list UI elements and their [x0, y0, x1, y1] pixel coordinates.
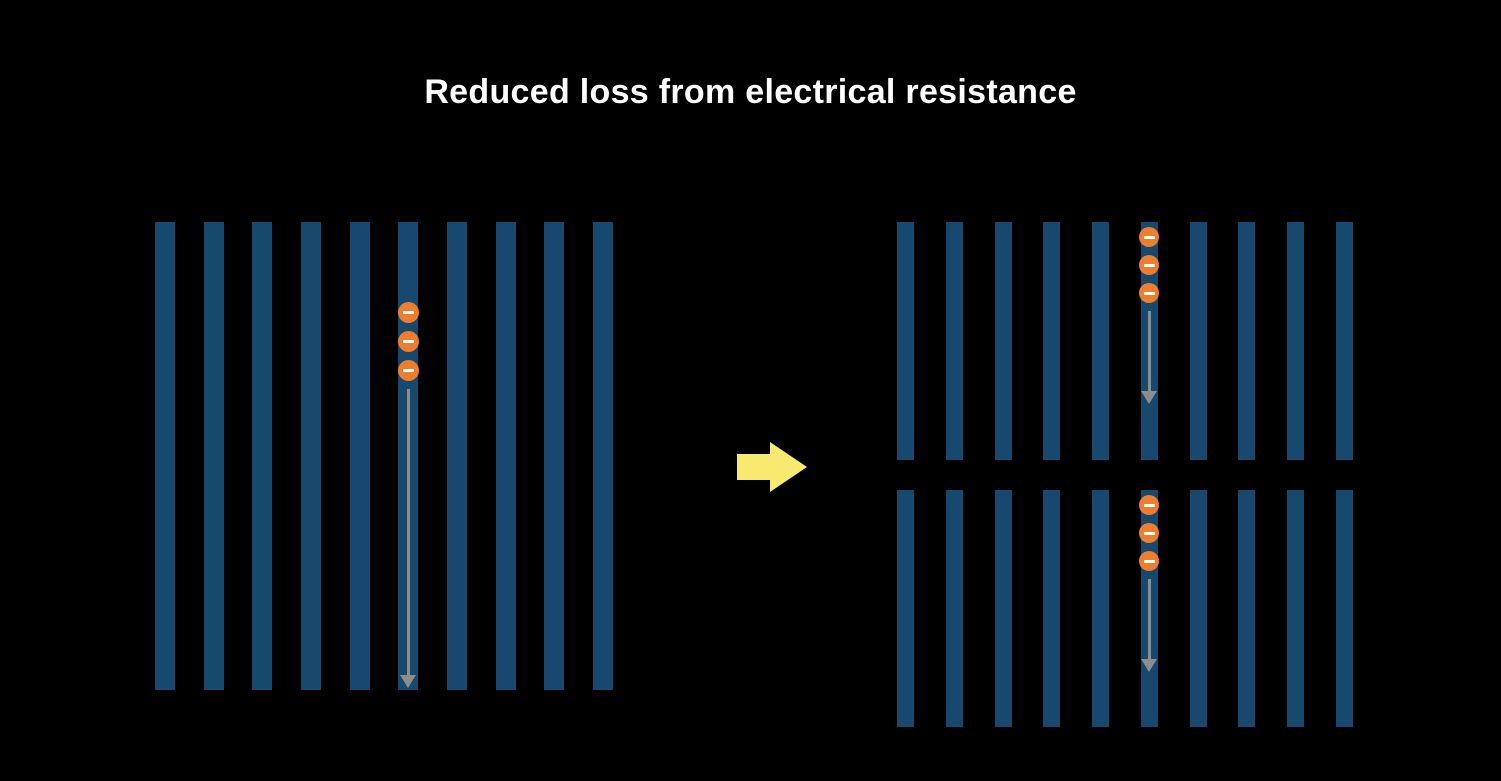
cell-bar	[1043, 490, 1061, 727]
minus-symbol	[1143, 559, 1155, 563]
electron-icon	[1139, 495, 1159, 515]
electron-flow-right-bottom	[1138, 495, 1160, 672]
cell-bar	[945, 222, 963, 460]
right-arrow-shaft	[737, 454, 770, 480]
minus-symbol	[1143, 503, 1155, 507]
diagram-title: Reduced loss from electrical resistance	[424, 73, 1077, 111]
down-arrow-line	[1147, 579, 1151, 659]
down-arrow-icon	[400, 675, 416, 688]
cell-bar	[1043, 222, 1061, 460]
cell-bar	[897, 490, 914, 727]
cell-bar	[1287, 490, 1305, 727]
electron-icon	[1139, 551, 1159, 571]
cell-bar	[994, 222, 1012, 460]
cell-bar	[1335, 490, 1353, 727]
minus-symbol	[1143, 263, 1155, 267]
electron-icon	[397, 360, 419, 381]
cell-bar	[544, 222, 565, 690]
cell-bar	[1238, 490, 1256, 727]
half-cell-top-panel	[897, 222, 1353, 460]
minus-symbol	[402, 369, 414, 372]
cell-bar	[945, 490, 963, 727]
down-arrow-icon	[1141, 659, 1157, 672]
electron-group	[397, 302, 419, 381]
electron-flow-left	[397, 302, 419, 688]
minus-symbol	[402, 340, 414, 343]
electron-icon	[1139, 255, 1159, 275]
minus-symbol	[1143, 531, 1155, 535]
electron-icon	[397, 331, 419, 352]
right-arrow-head	[770, 442, 807, 492]
cell-bar	[446, 222, 467, 690]
electron-group	[1139, 495, 1159, 571]
electron-icon	[1139, 523, 1159, 543]
cell-bar	[349, 222, 370, 690]
electron-icon	[397, 302, 419, 323]
cell-bar	[897, 222, 914, 460]
half-cell-bottom-panel	[897, 490, 1353, 727]
down-arrow-icon	[1141, 391, 1157, 404]
electron-group	[1139, 227, 1159, 303]
electron-icon	[1139, 227, 1159, 247]
electron-flow-right-top	[1138, 227, 1160, 404]
cell-bar	[1335, 222, 1353, 460]
cell-bar	[1238, 222, 1256, 460]
cell-bar	[1189, 490, 1207, 727]
cell-bar	[155, 222, 175, 690]
cell-bar	[592, 222, 613, 690]
cell-bar	[203, 222, 224, 690]
minus-symbol	[402, 311, 414, 314]
cell-bar	[252, 222, 273, 690]
cell-bar	[1189, 222, 1207, 460]
electron-icon	[1139, 283, 1159, 303]
minus-symbol	[1143, 291, 1155, 295]
cell-bar	[300, 222, 321, 690]
cell-bar	[1092, 490, 1110, 727]
cell-bar	[1287, 222, 1305, 460]
cell-bar	[994, 490, 1012, 727]
right-arrow-icon	[737, 442, 807, 492]
cell-bar	[1092, 222, 1110, 460]
minus-symbol	[1143, 235, 1155, 239]
down-arrow-line	[406, 389, 410, 675]
cell-bar	[495, 222, 516, 690]
full-cell-panel	[155, 222, 613, 690]
down-arrow-line	[1147, 311, 1151, 391]
